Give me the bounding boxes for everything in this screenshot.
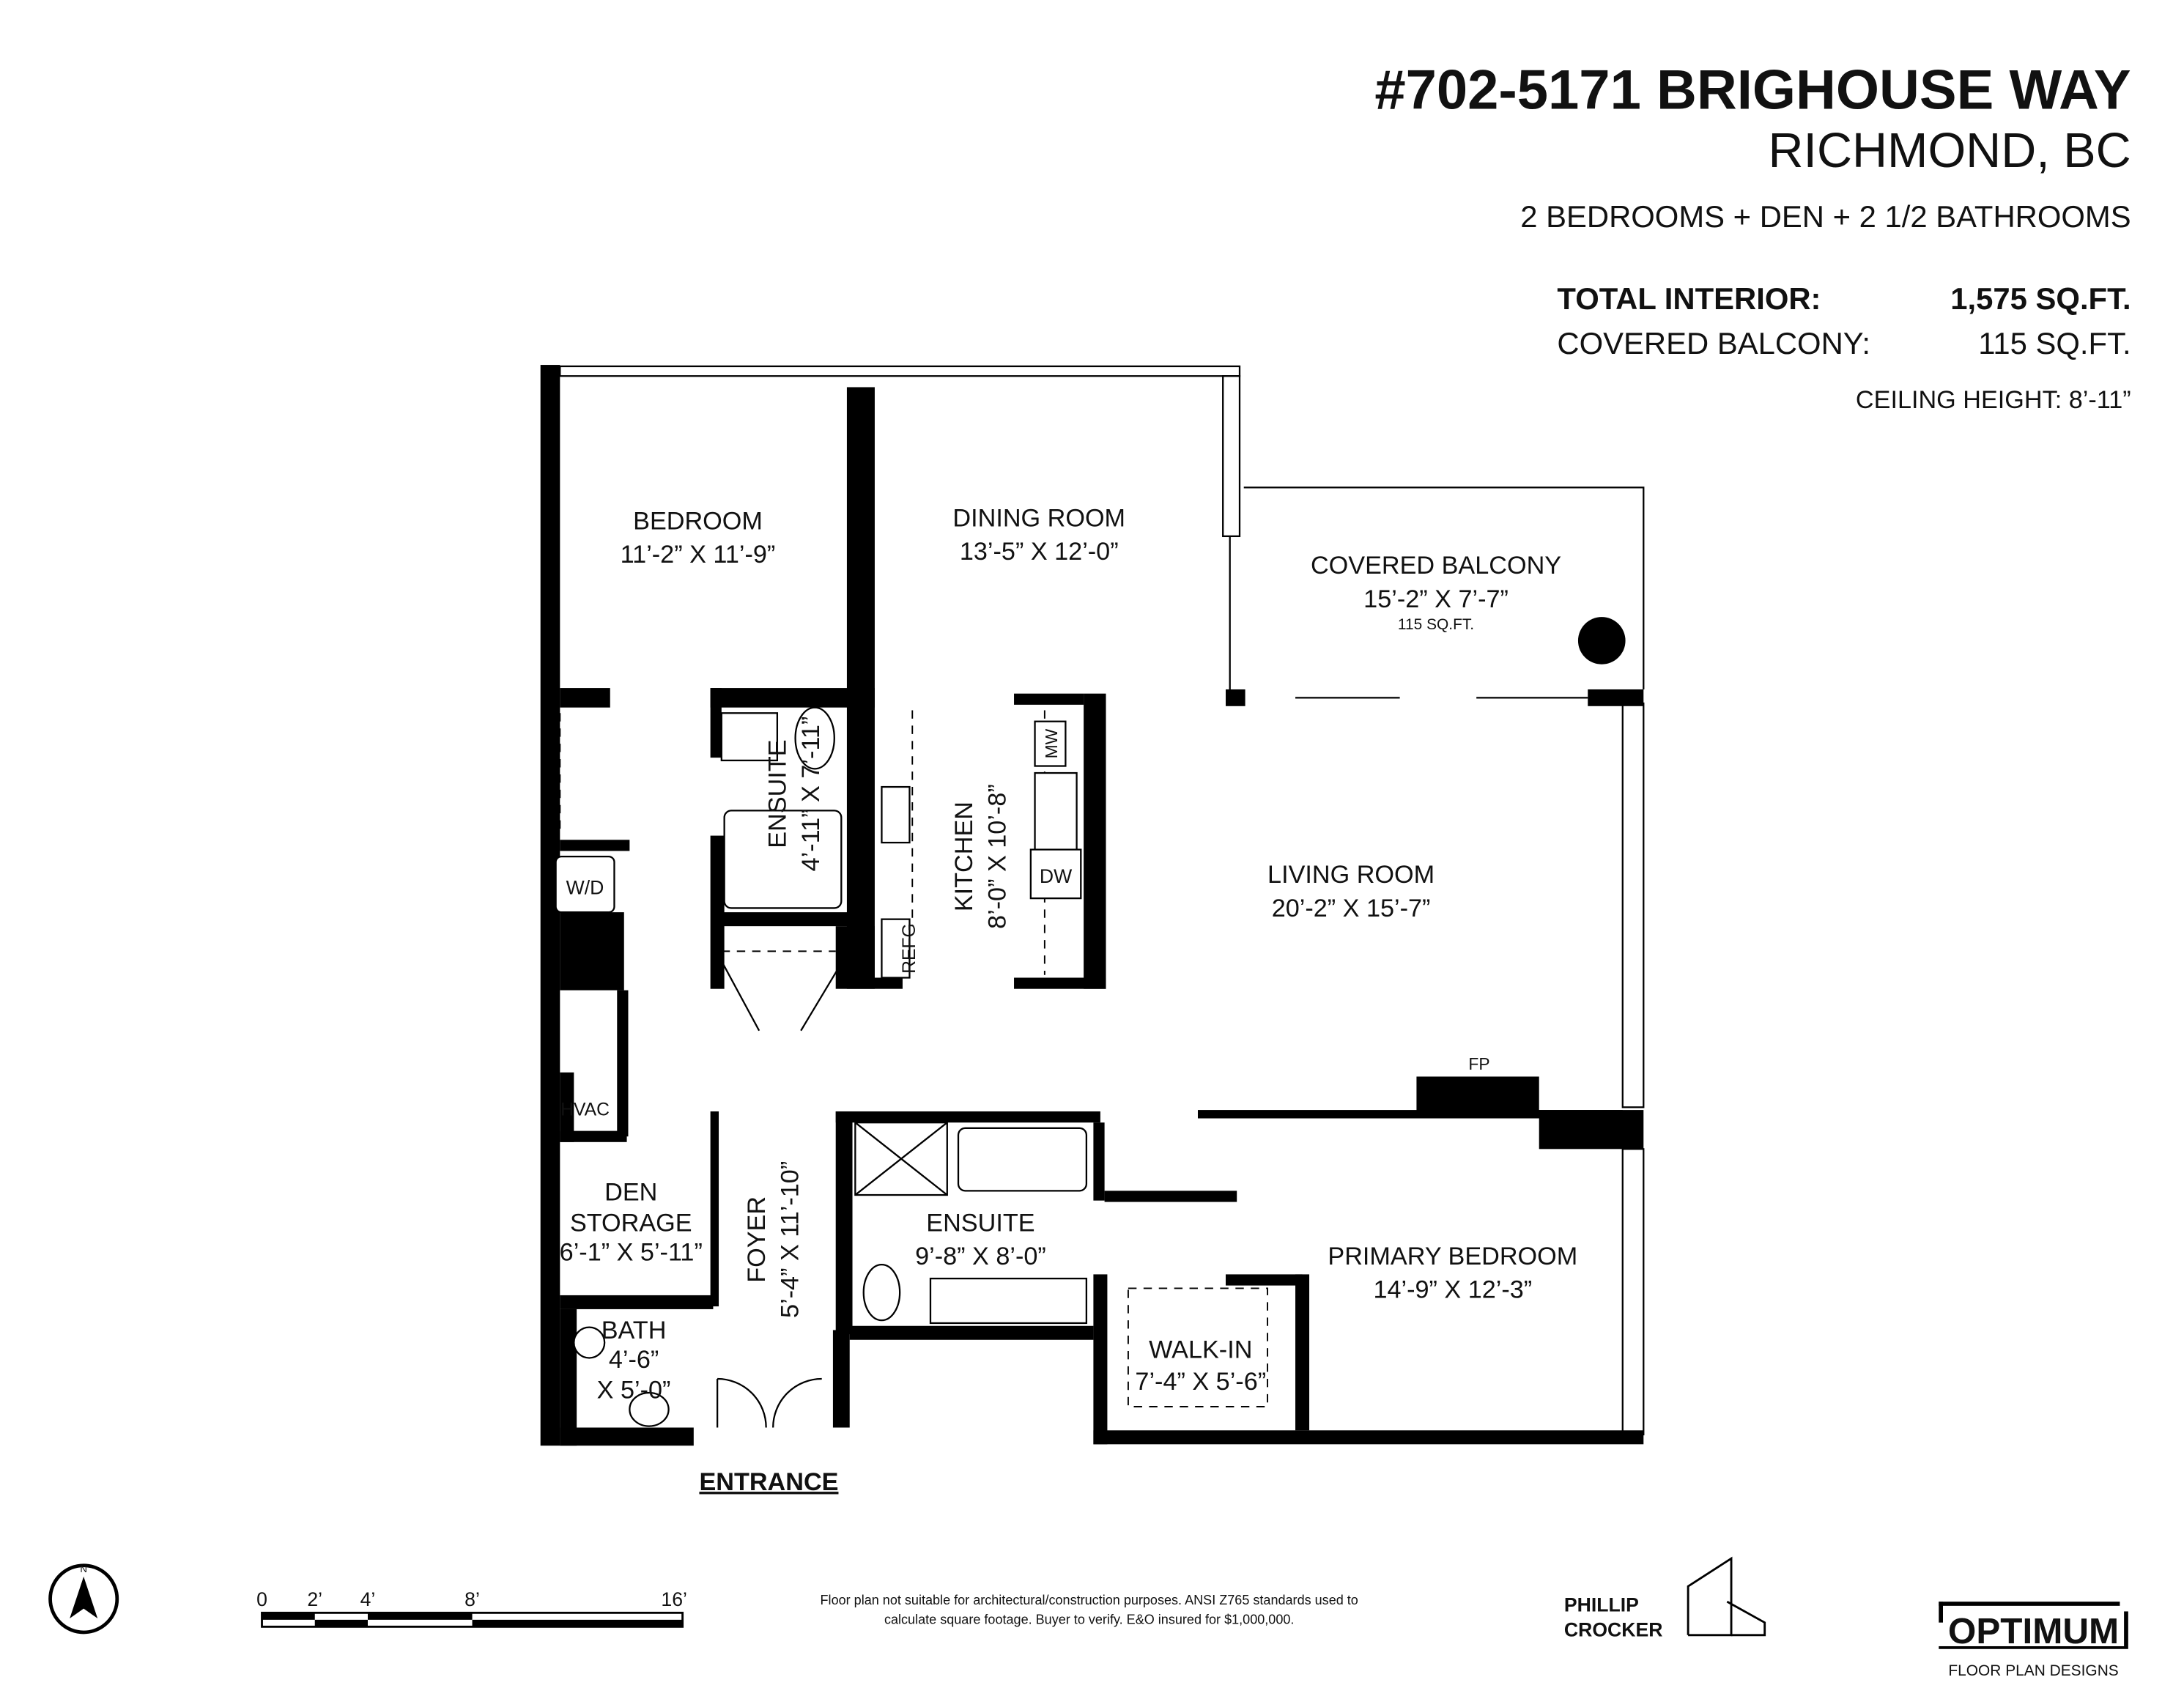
microwave-label: MW	[1042, 728, 1061, 758]
bedroom-dims: 11’-2” X 11’-9”	[621, 541, 776, 569]
north-arrow-icon: N	[48, 1563, 119, 1635]
company-name: OPTIMUM	[1948, 1611, 2119, 1651]
ceiling-height: CEILING HEIGHT: 8’-11”	[1856, 386, 2131, 414]
bath-dims2: X 5’-0”	[597, 1377, 671, 1404]
header: #702-5171 BRIGHOUSE WAY RICHMOND, BC 2 B…	[1374, 59, 2131, 414]
den-storage: STORAGE	[570, 1209, 692, 1237]
agent-name-line2: CROCKER	[1564, 1619, 1663, 1641]
den-name: DEN	[604, 1179, 657, 1207]
bath-name: BATH	[601, 1317, 667, 1344]
balcony-value: 115 SQ.FT.	[1978, 326, 2131, 360]
washer-dryer-label: W/D	[566, 876, 604, 898]
primary-name: PRIMARY BEDROOM	[1328, 1243, 1577, 1270]
refrigerator-label: REFG	[900, 923, 919, 974]
hvac-label: HVAC	[560, 1100, 610, 1120]
bedroom-name: BEDROOM	[633, 507, 763, 535]
scale-bar: 0 2’ 4’ 8’ 16’	[256, 1588, 687, 1628]
den-dims: 6’-1” X 5’-11”	[560, 1238, 703, 1266]
scale-tick: 16’	[661, 1588, 687, 1610]
kitchen-dims: 8’-0” X 10’-8”	[984, 784, 1012, 929]
disclaimer-line: Floor plan not suitable for architectura…	[821, 1593, 1358, 1607]
agent-logo: PHILLIP CROCKER	[1564, 1556, 1766, 1641]
dining-dims: 13’-5” X 12’-0”	[960, 538, 1119, 566]
scale-tick: 4’	[360, 1588, 376, 1610]
kitchen-name: KITCHEN	[950, 802, 978, 911]
balcony-name: COVERED BALCONY	[1311, 552, 1561, 580]
agent-name-line1: PHILLIP	[1564, 1593, 1639, 1615]
dishwasher-label: DW	[1040, 865, 1073, 887]
company-logo: OPTIMUM FLOOR PLAN DESIGNS	[1939, 1602, 2128, 1679]
scale-tick: 0	[256, 1588, 267, 1610]
dining-name: DINING ROOM	[952, 505, 1125, 533]
balcony-label: COVERED BALCONY:	[1557, 326, 1870, 360]
disclaimer-line: calculate square footage. Buyer to verif…	[884, 1613, 1294, 1627]
bath-dims: 4’-6”	[609, 1346, 659, 1374]
entrance-label: ENTRANCE	[699, 1468, 838, 1496]
address-title: #702-5171 BRIGHOUSE WAY	[1374, 59, 2131, 121]
foyer-name: FOYER	[743, 1196, 771, 1283]
north-label: N	[80, 1563, 87, 1574]
foyer-dims: 5’-4” X 11’-10”	[776, 1161, 804, 1318]
walkin-dims: 7’-4” X 5’-6”	[1135, 1368, 1266, 1396]
ensuite1-name: ENSUITE	[763, 739, 791, 848]
fireplace-label: FP	[1468, 1054, 1489, 1073]
fixtures: W/D HVAC REFG MW DW FP	[555, 706, 1490, 1428]
unit-summary: 2 BEDROOMS + DEN + 2 1/2 BATHROOMS	[1520, 199, 2131, 234]
total-interior-label: TOTAL INTERIOR:	[1557, 281, 1821, 316]
ensuite2-dims: 9’-8” X 8’-0”	[915, 1243, 1046, 1270]
room-labels: BEDROOM 11’-2” X 11’-9” DINING ROOM 13’-…	[560, 505, 1578, 1496]
living-dims: 20’-2” X 15’-7”	[1272, 895, 1431, 922]
living-name: LIVING ROOM	[1267, 861, 1435, 889]
city: RICHMOND, BC	[1768, 124, 2131, 178]
scale-tick: 8’	[464, 1588, 480, 1610]
total-interior-value: 1,575 SQ.FT.	[1950, 281, 2131, 316]
primary-dims: 14’-9” X 12’-3”	[1373, 1276, 1532, 1304]
balcony-dims: 15’-2” X 7’-7”	[1363, 585, 1509, 613]
ensuite2-name: ENSUITE	[926, 1209, 1034, 1237]
disclaimer: Floor plan not suitable for architectura…	[821, 1593, 1358, 1627]
ensuite1-dims: 4’-11” X 7’-11”	[797, 717, 825, 872]
company-subtitle: FLOOR PLAN DESIGNS	[1948, 1662, 2118, 1679]
walls	[540, 365, 1645, 1446]
walkin-name: WALK-IN	[1149, 1336, 1252, 1363]
balcony-area: 115 SQ.FT.	[1398, 616, 1474, 633]
scale-tick: 2’	[307, 1588, 322, 1610]
